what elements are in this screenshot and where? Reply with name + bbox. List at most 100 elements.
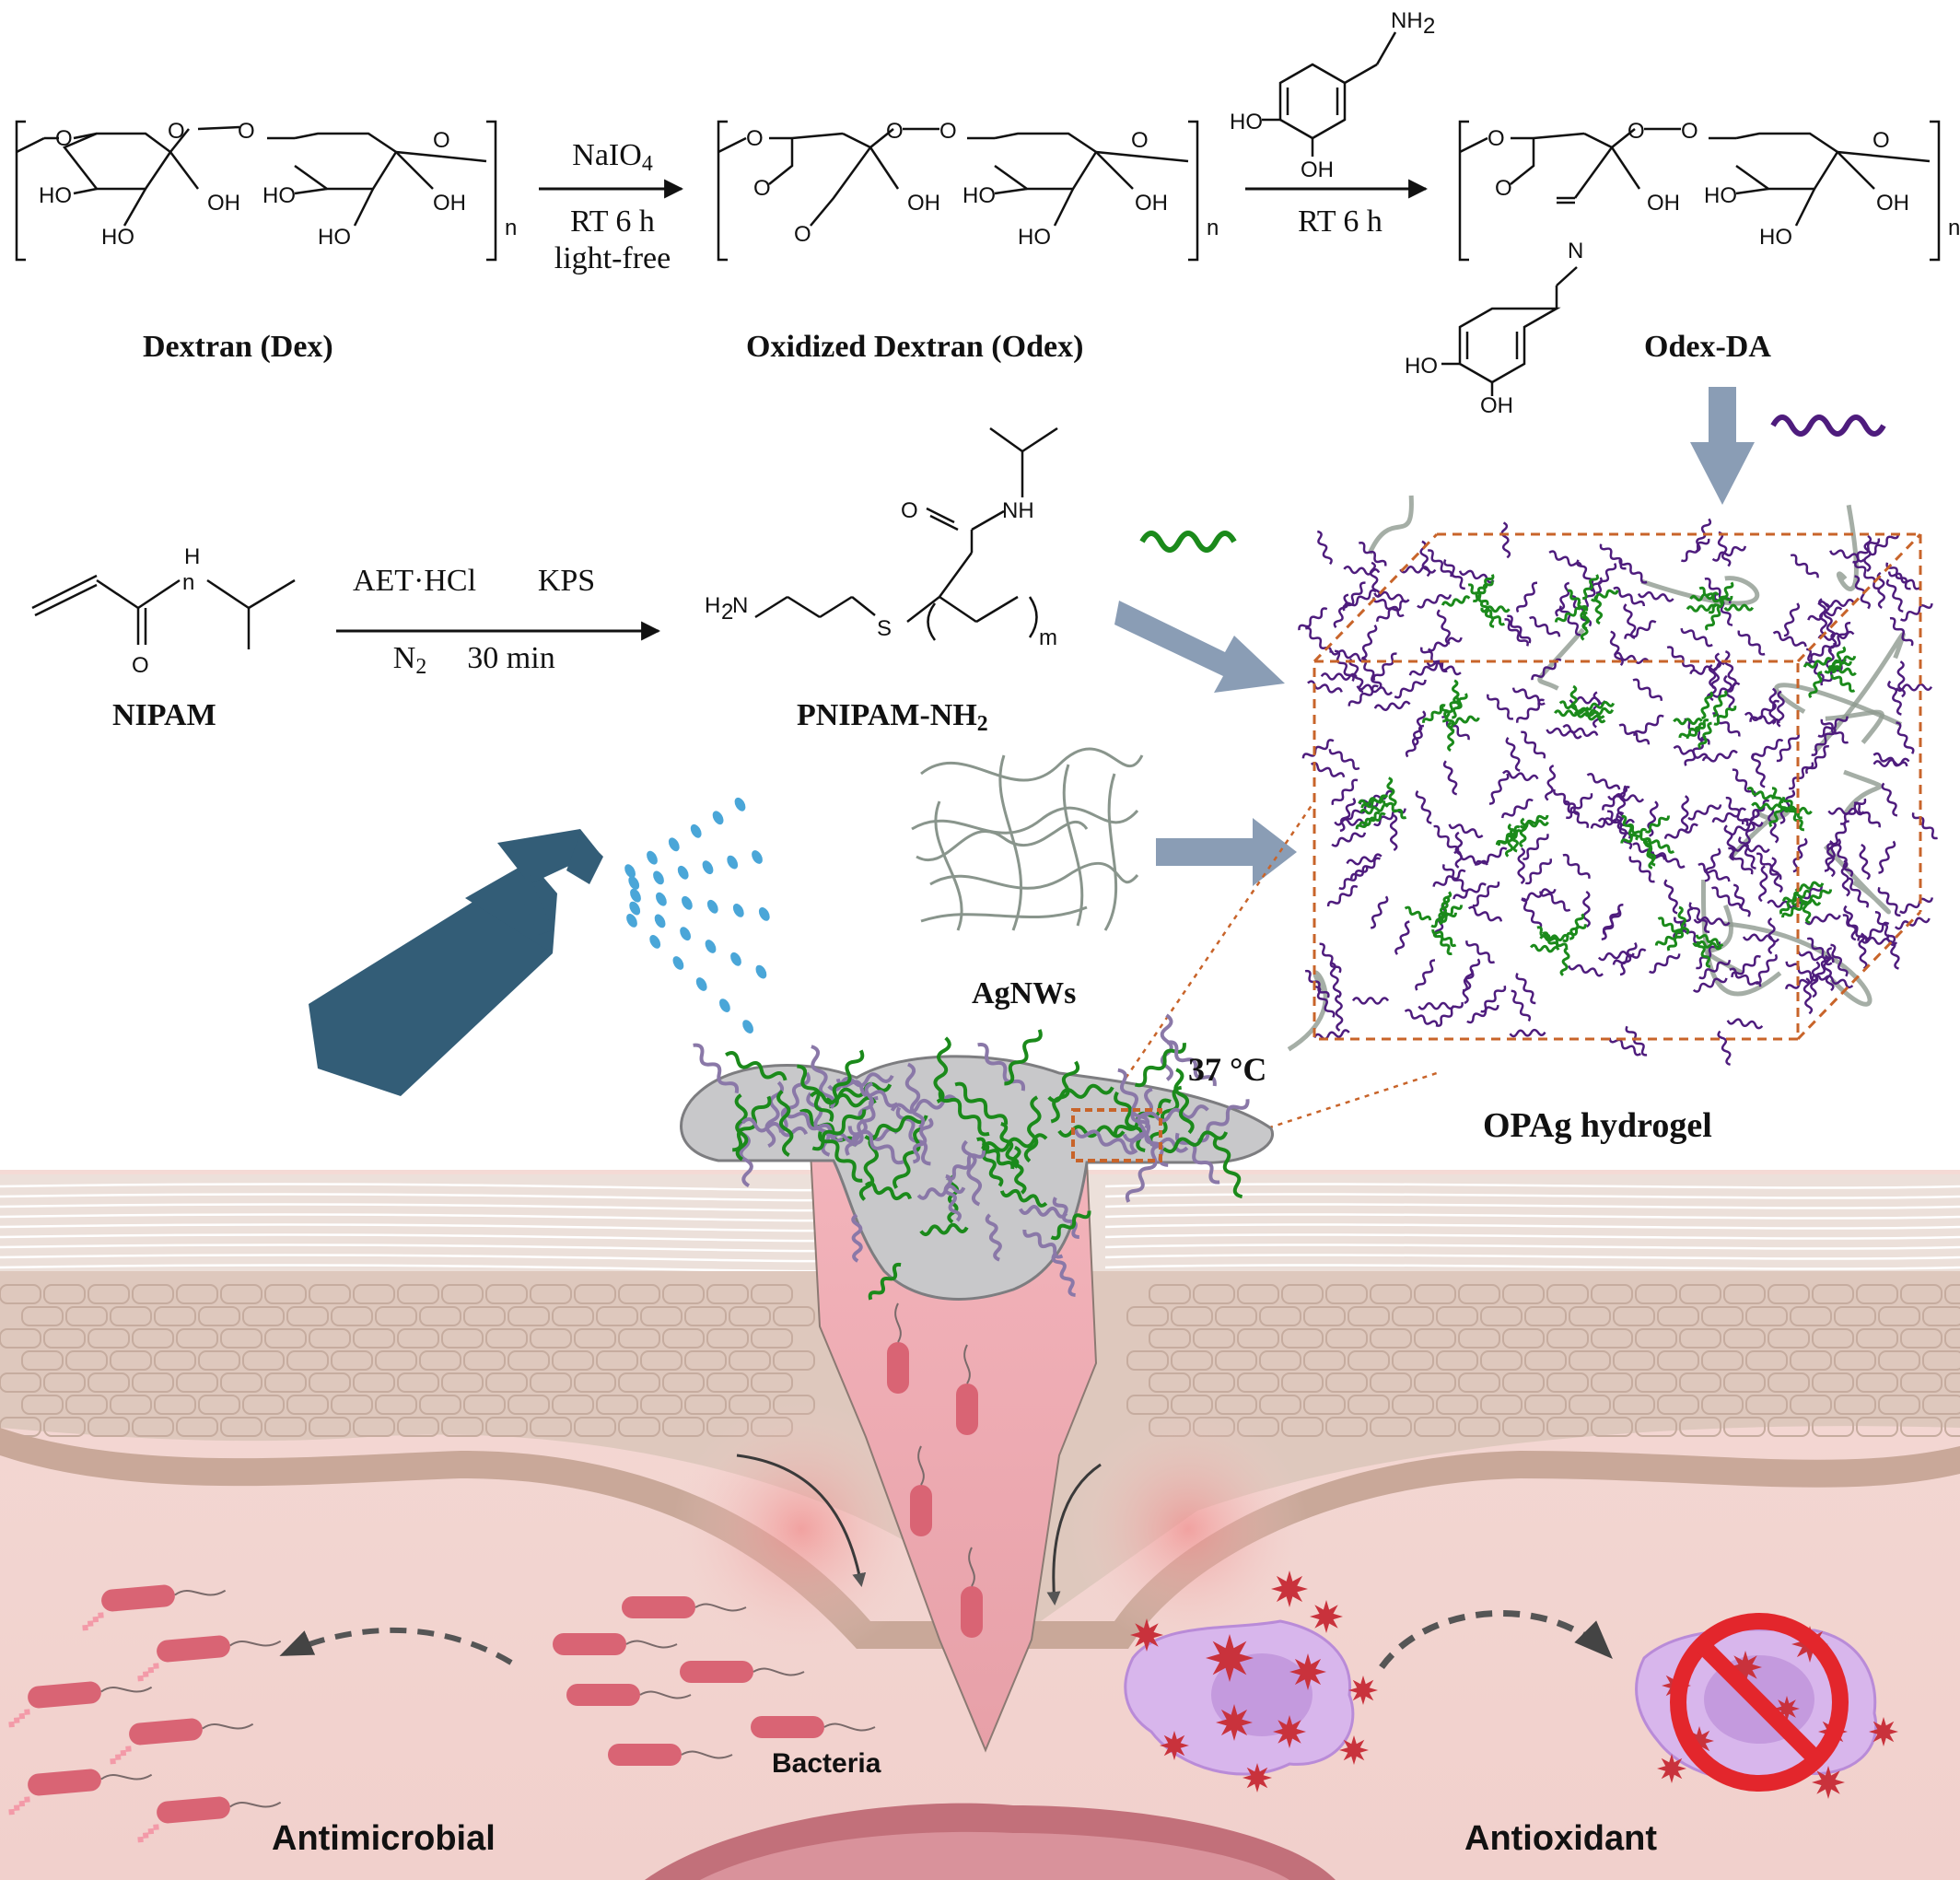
gel-polymer-strand [868,1262,902,1301]
pnipam-crosslink [1673,718,1703,726]
pnipam-crosslink [1467,583,1489,606]
svg-text:OH: OH [433,191,466,216]
odex-da-chain [1521,888,1557,903]
zoom-lines [1090,800,1438,1164]
odex-da-chain [1663,879,1678,915]
odex-da-chain [1472,881,1500,907]
bacterium [751,1716,876,1738]
odex-da-chain [1885,578,1904,613]
gel-polymer-strand [806,1092,831,1157]
odex-da-chain [1811,728,1837,756]
svg-text:O: O [886,119,904,144]
odex-da-chain [1545,764,1557,801]
bacterium [566,1684,692,1706]
odex-da-chain [1372,597,1405,617]
odex-da-chain [1876,571,1886,609]
svg-text:HO: HO [1018,225,1051,250]
pnipam-crosslink [1359,812,1386,826]
odex-da-chain [1582,890,1591,928]
odex-da-chain [1426,660,1462,676]
svg-text:O: O [168,119,185,144]
flow-arrows [1114,387,1755,886]
odex-da-chain [1804,913,1841,926]
odex-da-chain [1326,884,1359,907]
pnipam-crosslink [1432,931,1452,955]
pnipam-crosslink [1644,839,1655,870]
gel-polymer-strand [1057,1125,1126,1139]
gel-polymer-strand [1162,1130,1229,1154]
odex-da-chain [1298,607,1328,631]
svg-text:OH: OH [907,191,940,216]
odex-da-chain [1566,792,1593,820]
odex-da-chain [1802,977,1814,1015]
odex-da-chain [1462,958,1481,992]
odex-da-chain [1827,807,1865,816]
gel-polymer-strand [999,1121,1020,1169]
pnipam-crosslink [1382,800,1407,820]
mist-droplet [649,935,661,949]
odex-da-chain [1737,630,1766,656]
mist-droplet [755,964,767,979]
odex-da-chain [1785,961,1817,982]
odex-da-chain [1899,602,1933,622]
gel-polymer-strand [1114,1091,1146,1152]
odex-da-chain [1843,905,1857,941]
odex-da-chain [1625,1025,1648,1057]
odex-da-chain [1562,853,1591,880]
nipam-structure [31,574,296,649]
odex-da-chain [1874,910,1896,943]
pnipam-crosslink [1569,913,1585,940]
dextran-structure [15,120,497,262]
odex-da-chain [1582,577,1603,610]
odex-da-chain [1376,600,1407,622]
svg-text:n: n [1948,216,1960,240]
pnipam-crosslink [1654,930,1682,946]
odex-da-chain [1806,937,1835,963]
odex-da-chain [1711,886,1742,909]
odex-da-chain [1563,800,1590,829]
svg-text:O: O [1495,176,1512,201]
odex-da-structure [1441,120,1941,396]
gel-polymer-strand [1173,1068,1195,1135]
gel-polymer-strand [1125,1143,1161,1203]
pnipam-crosslink [1431,929,1457,948]
agnw-strand [1722,921,1872,1007]
hydrogel-cube-outline [1312,532,1922,1041]
gel-polymer-strand [912,1117,934,1164]
odex-da-chain [1404,1009,1439,1026]
gel-polymer-strand [1166,1040,1217,1087]
gel-polymer-strand [981,1133,1048,1152]
odex-da-chain [1637,590,1674,602]
odex-da-chain [1339,797,1357,833]
gel-polymer-strand [946,1150,986,1181]
bacteria-label: Bacteria [772,1748,881,1779]
agnw-strand [1774,683,1903,727]
odex-label: Oxidized Dextran (Odex) [746,330,1084,364]
odex-da-chain [1689,661,1725,675]
odex-da-chain [1810,961,1821,998]
mist-droplet [727,855,739,870]
odex-da-chain [1373,700,1411,711]
pnipam-label: PNIPAM-NH2 [797,698,988,736]
odex-da-chain [1448,823,1484,839]
odex-da-chain [1723,824,1736,861]
svg-text:2: 2 [721,600,733,625]
odex-da-chain [1881,782,1898,817]
antimicrobial-dashed-arrow [279,1627,513,1665]
odex-da-chain [1744,810,1760,846]
odex-da-chain [1613,651,1651,664]
agnw-strand [1367,495,1414,555]
gel-polymer-strand [1047,1083,1114,1103]
pnipam-crosslink [1698,721,1712,750]
odex-da-chain [1823,602,1836,639]
dopamine-atoms: NH 2 HO OH [1230,8,1435,182]
odex-da-chain [1462,967,1474,1005]
wound-bacterium [956,1344,978,1435]
gel-polymer-strand [1050,1210,1091,1241]
odex-da-chain [1613,586,1646,607]
pnipam-crosslink [1830,674,1856,693]
pnipam-crosslink [1575,708,1605,719]
purple-squiggle [1770,415,1886,437]
odex-da-chain [1649,953,1681,975]
odex-da-chain [1663,823,1698,839]
